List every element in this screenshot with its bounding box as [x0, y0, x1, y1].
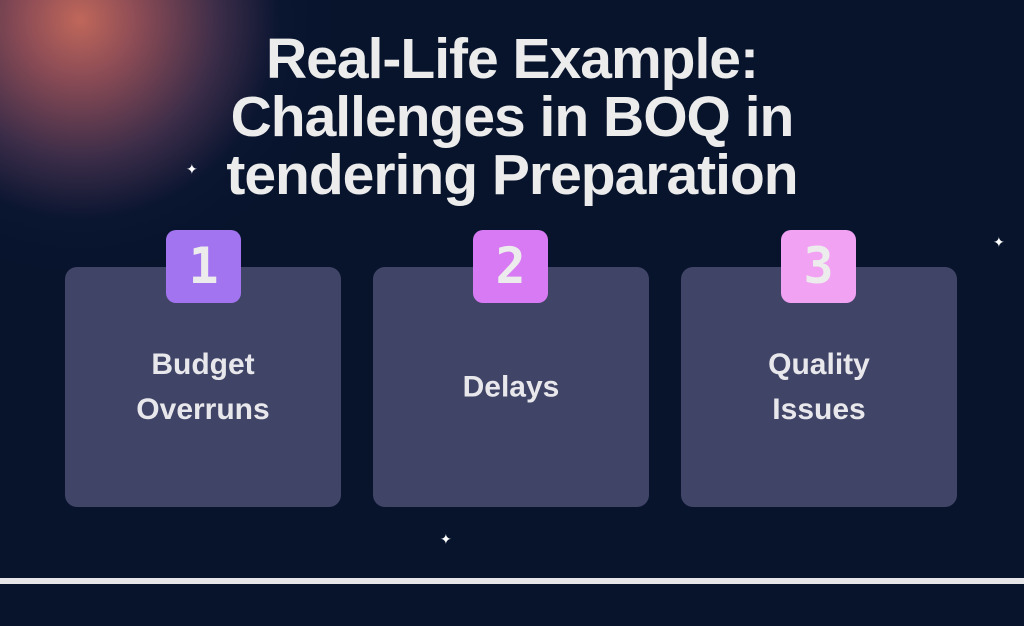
- sparkle-icon: ✦: [993, 234, 1005, 250]
- number-badge-3: 3: [781, 230, 856, 303]
- title-line: tendering Preparation: [226, 143, 798, 207]
- card-label: Delays: [462, 370, 560, 404]
- divider: [0, 578, 1024, 584]
- card-label: Quality: [768, 348, 870, 381]
- card-delays: Delays: [373, 267, 649, 507]
- title-line: Challenges in BOQ in: [230, 85, 795, 149]
- card-label: Overruns: [136, 393, 270, 426]
- slide-title: Real-Life Example: Challenges in BOQ in …: [0, 30, 1024, 204]
- title-line: Real-Life Example:: [266, 27, 759, 91]
- card-label: Budget: [151, 348, 255, 381]
- number-badge-1: 1: [166, 230, 241, 303]
- sparkle-icon: ✦: [440, 531, 452, 547]
- card-label: Issues: [772, 393, 866, 426]
- number-badge-2: 2: [473, 230, 548, 303]
- sparkle-icon: ✦: [186, 161, 198, 177]
